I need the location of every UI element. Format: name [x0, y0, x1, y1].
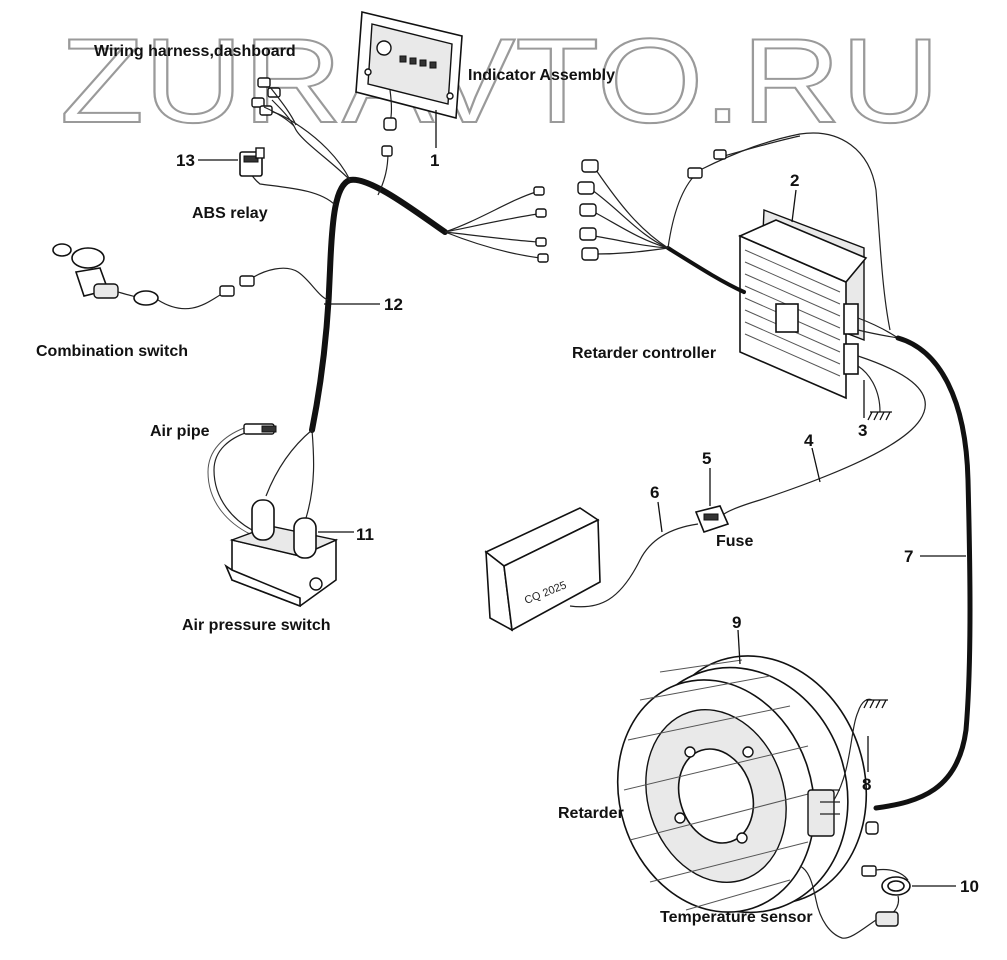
fan-wire-4: [444, 231, 541, 259]
callout-9: 9: [732, 613, 741, 632]
fuse-part: [694, 505, 730, 533]
callout-3: 3: [858, 421, 867, 440]
leader-9: [737, 629, 741, 665]
label-abs-relay: ABS relay: [192, 205, 268, 222]
ctrl-wire-1: [595, 169, 669, 249]
label-temperature-sensor: Temperature sensor: [660, 909, 813, 926]
temperature-sensor-part: [799, 865, 911, 939]
label-retarder: Retarder: [558, 805, 624, 822]
label-air-pressure-switch: Air pressure switch: [182, 617, 331, 634]
retarder-fins: [623, 659, 817, 911]
leader-6: [657, 501, 663, 533]
fan-wire-3: [444, 231, 539, 243]
wire-6: [569, 523, 699, 608]
controller-connectors: [577, 149, 727, 261]
callout-2: 2: [790, 171, 799, 190]
callout-10: 10: [960, 877, 979, 896]
callout-6: 6: [650, 483, 659, 502]
label-combination-switch: Combination switch: [36, 343, 188, 360]
retarder-controller-part: [738, 209, 868, 400]
ctrl-wire-3: [593, 211, 669, 249]
ctrl-right-wire-1: [857, 317, 899, 339]
combination-switch-part: [52, 243, 255, 310]
retarder-bolts: [674, 746, 754, 844]
ground-wire-3: [857, 365, 881, 413]
indicator-leds: [399, 55, 437, 69]
retarder-part: [616, 655, 868, 914]
label-fuse: Fuse: [716, 533, 753, 550]
indicator-assembly: [355, 11, 463, 157]
ctrl-wire-6: [667, 173, 697, 249]
callout-7: 7: [904, 547, 913, 566]
branch-to-combination-switch: [251, 267, 329, 301]
ctrl-wire-4: [593, 235, 669, 249]
main-harness: [309, 176, 448, 433]
branch-to-abs-relay: [249, 171, 336, 206]
harness-7: [873, 335, 973, 811]
ground-symbol-8: [863, 699, 888, 709]
leader-4: [811, 447, 821, 483]
leader-2: [791, 189, 797, 223]
ctrl-wire-7: [699, 132, 891, 331]
ctrl-wire-8: [723, 135, 801, 157]
label-indicator-assembly: Indicator Assembly: [468, 67, 615, 84]
ctrl-wire-5: [595, 247, 669, 255]
abs-relay-part: [239, 147, 265, 177]
ctrl-wire-2: [591, 189, 669, 249]
callout-13: 13: [176, 151, 195, 170]
callout-5: 5: [702, 449, 711, 468]
callout-4: 4: [804, 431, 814, 450]
label-wiring-harness-dashboard: Wiring harness,dashboard: [94, 43, 296, 60]
cq-box: CQ 2025: [484, 507, 601, 632]
ground-symbol-3: [867, 411, 892, 421]
callout-1: 1: [430, 151, 439, 170]
callout-8: 8: [862, 775, 871, 794]
callout-12: 12: [384, 295, 403, 314]
dashboard-connectors: [251, 77, 297, 127]
fan-wire-1: [444, 191, 537, 233]
label-retarder-controller: Retarder controller: [572, 345, 716, 362]
fan-connectors: [533, 186, 549, 263]
controller-harness: [666, 246, 746, 294]
ctrl-right-wire-2: [857, 329, 899, 339]
air-pipe-part: [207, 423, 277, 535]
harness-to-dashboard: [271, 99, 351, 181]
callout-11: 11: [356, 525, 374, 544]
watermark-text: ZURAVTO.RU: [60, 14, 940, 148]
label-air-pipe: Air pipe: [150, 423, 210, 440]
air-pressure-switch-part: [224, 429, 339, 608]
retarder-connector: [865, 821, 879, 835]
wire-4: [723, 355, 926, 515]
fan-wire-2: [444, 213, 539, 233]
